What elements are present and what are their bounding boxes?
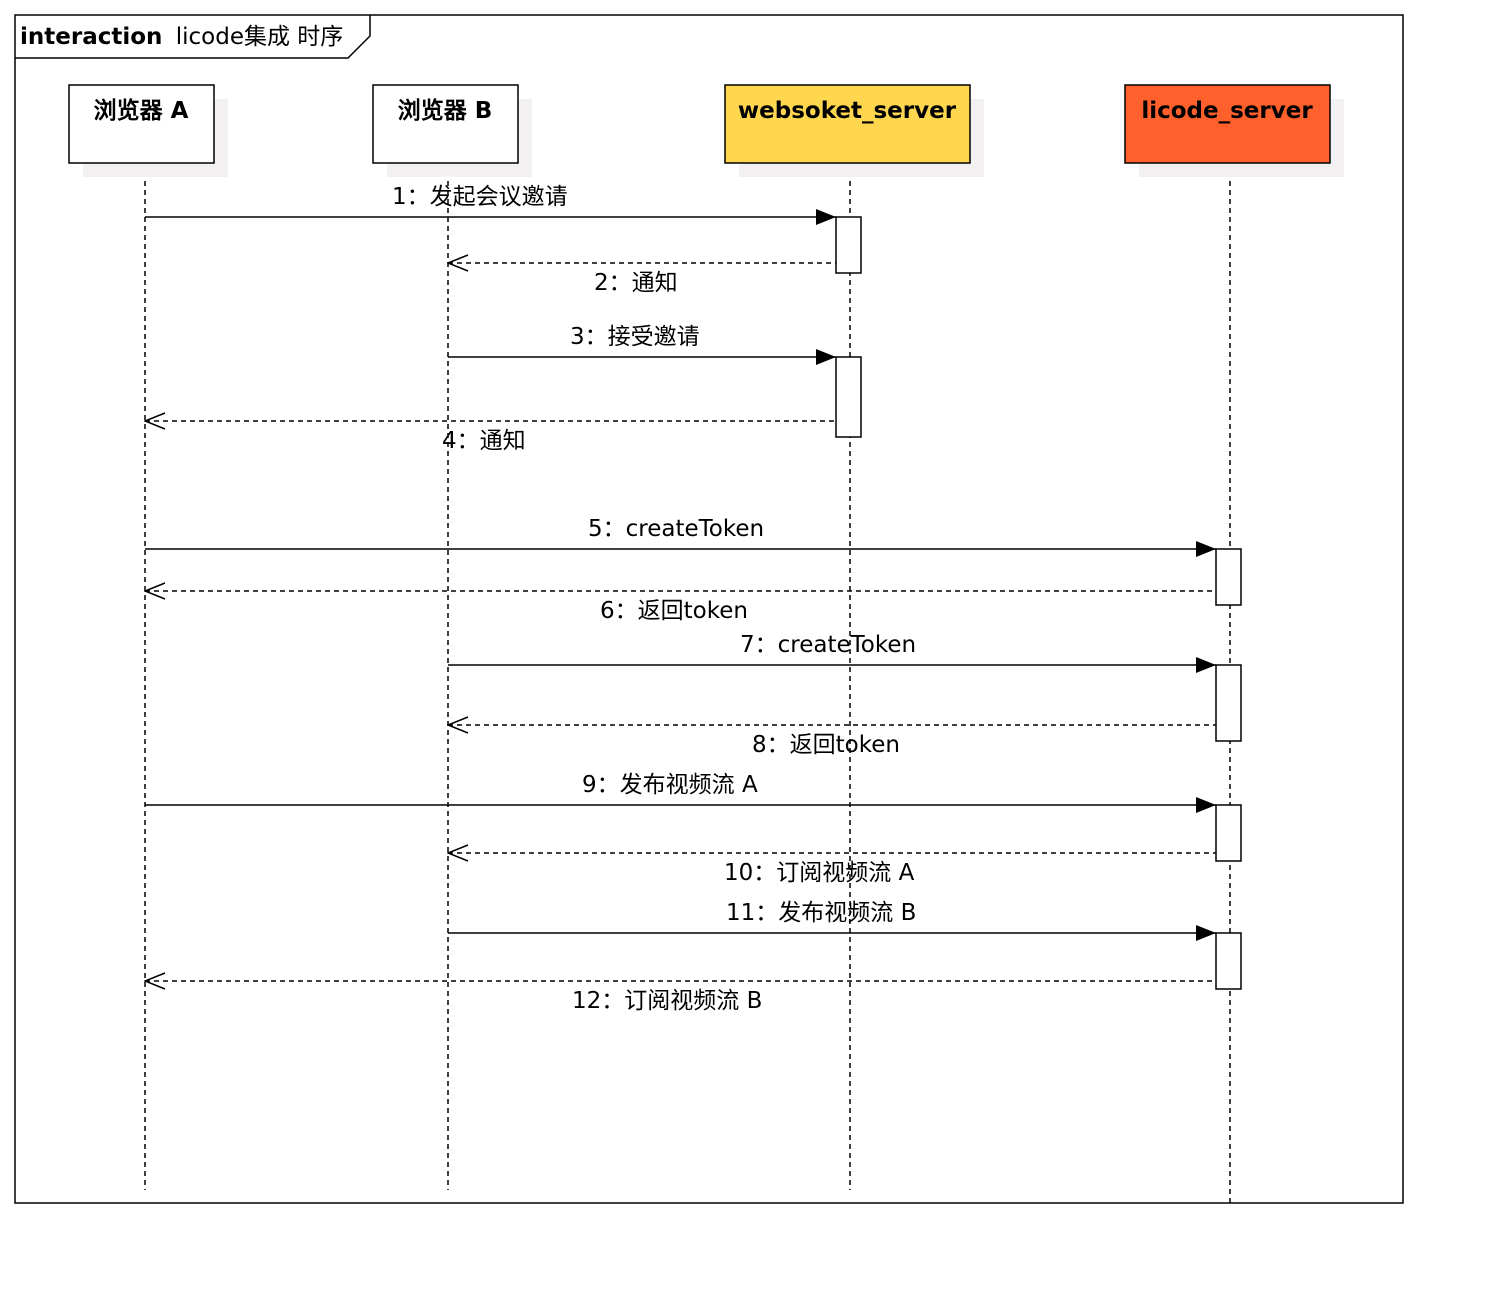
message-1-label: 1：发起会议邀请	[392, 184, 568, 210]
activation-ws-1	[835, 216, 862, 274]
participant-websoket-server-label: websoket_server	[738, 98, 957, 124]
frame-keyword: interaction	[20, 24, 162, 50]
participant-b[interactable]: 浏览器 B	[372, 84, 532, 177]
message-10-label: 10：订阅视频流 A	[724, 860, 915, 886]
frame-title: interaction licode集成 时序	[20, 24, 343, 50]
activation-lc-1	[1215, 548, 1242, 606]
message-4-label: 4：通知	[442, 428, 526, 454]
frame-tab	[15, 15, 371, 59]
frame-border	[14, 14, 1404, 1204]
messages	[145, 209, 1216, 981]
message-labels: 1：发起会议邀请 2：通知 3：接受邀请 4：通知 5：createToken …	[392, 184, 916, 1014]
participant-licode-server-box	[1124, 84, 1331, 164]
activation-ws-2	[835, 356, 862, 438]
activation-lc-2	[1215, 664, 1242, 742]
activation-bars	[835, 216, 1242, 990]
participant-b-label: 浏览器 B	[398, 97, 493, 124]
frame-name: licode集成 时序	[176, 24, 344, 50]
message-3-label: 3：接受邀请	[570, 324, 700, 350]
lifelines	[144, 163, 1231, 1203]
participant-licode-server-label: licode_server	[1141, 98, 1313, 124]
participant-licode-server[interactable]: licode_server	[1124, 84, 1344, 177]
message-8-label: 8：返回token	[752, 732, 900, 758]
message-5-label: 5：createToken	[588, 516, 764, 542]
message-2-label: 2：通知	[594, 270, 678, 296]
message-9-label: 9：发布视频流 A	[582, 772, 758, 798]
participant-a[interactable]: 浏览器 A	[68, 84, 228, 177]
activation-lc-3	[1215, 804, 1242, 862]
participant-websoket-server-box	[724, 84, 971, 164]
activation-lc-4	[1215, 932, 1242, 990]
message-11-label: 11：发布视频流 B	[726, 900, 916, 926]
message-12-label: 12：订阅视频流 B	[572, 988, 762, 1014]
message-6-label: 6：返回token	[600, 598, 748, 624]
participant-b-box	[372, 84, 519, 164]
participant-websoket-server[interactable]: websoket_server	[724, 84, 984, 177]
participant-a-box	[68, 84, 215, 164]
message-7-label: 7：createToken	[740, 632, 916, 658]
participant-a-label: 浏览器 A	[94, 97, 189, 124]
